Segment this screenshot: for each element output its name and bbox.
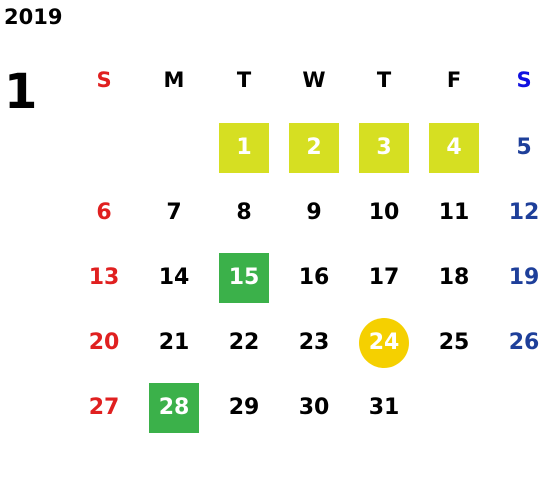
day-cell[interactable]: 25 — [438, 330, 470, 355]
day-cell[interactable]: 27 — [88, 395, 120, 420]
day-cell[interactable]: 22 — [228, 330, 260, 355]
day-cell[interactable]: 1 — [209, 115, 279, 180]
day-cell[interactable]: 9 — [306, 200, 322, 225]
day-cell[interactable]: 31 — [368, 395, 400, 420]
day-cell[interactable] — [139, 115, 209, 180]
weekday-header-wednesday: W — [302, 68, 326, 92]
day-cell[interactable]: 19 — [508, 265, 540, 290]
day-cell[interactable] — [69, 115, 139, 180]
day-cell[interactable]: 3 — [349, 115, 419, 180]
day-cell[interactable]: 10 — [368, 200, 400, 225]
day-cell[interactable]: 20 — [88, 330, 120, 355]
weekday-header-monday: M — [163, 68, 185, 92]
weekday-header-friday: F — [446, 68, 462, 92]
day-cell[interactable]: 4 — [419, 115, 489, 180]
day-cell[interactable]: 6 — [96, 200, 112, 225]
day-cell[interactable]: 23 — [298, 330, 330, 355]
day-cell[interactable] — [489, 375, 548, 440]
day-cell[interactable]: 24 — [349, 310, 419, 375]
day-cell[interactable]: 12 — [508, 200, 540, 225]
day-cell[interactable]: 15 — [209, 245, 279, 310]
day-cell[interactable]: 14 — [158, 265, 190, 290]
day-highlight-mark: 2 — [289, 122, 339, 173]
day-cell[interactable]: 11 — [438, 200, 470, 225]
day-highlight-mark: 15 — [219, 252, 269, 303]
day-cell[interactable]: 28 — [139, 375, 209, 440]
day-highlight-mark: 24 — [359, 317, 409, 368]
day-cell[interactable]: 29 — [228, 395, 260, 420]
day-cell[interactable]: 16 — [298, 265, 330, 290]
day-highlight-mark: 4 — [429, 122, 479, 173]
weekday-header-thursday: T — [376, 68, 392, 92]
day-cell[interactable]: 17 — [368, 265, 400, 290]
day-cell[interactable]: 30 — [298, 395, 330, 420]
day-cell[interactable]: 21 — [158, 330, 190, 355]
day-cell[interactable]: 26 — [508, 330, 540, 355]
day-cell[interactable]: 5 — [516, 135, 532, 160]
day-cell[interactable] — [419, 375, 489, 440]
day-cell[interactable]: 2 — [279, 115, 349, 180]
day-cell[interactable]: 8 — [236, 200, 252, 225]
day-highlight-mark: 28 — [149, 382, 199, 433]
day-highlight-mark: 3 — [359, 122, 409, 173]
day-cell[interactable]: 18 — [438, 265, 470, 290]
calendar-grid: S M T W T F S 1 2 3 4 5 6 7 8 9 10 11 12… — [69, 45, 548, 440]
year-label: 2019 — [4, 5, 63, 29]
weekday-header-saturday: S — [516, 68, 532, 92]
day-highlight-mark: 1 — [219, 122, 269, 173]
weekday-header-sunday: S — [96, 68, 112, 92]
weekday-header-tuesday: T — [236, 68, 252, 92]
month-label: 1 — [4, 64, 38, 120]
day-cell[interactable]: 13 — [88, 265, 120, 290]
day-cell[interactable]: 7 — [166, 200, 182, 225]
